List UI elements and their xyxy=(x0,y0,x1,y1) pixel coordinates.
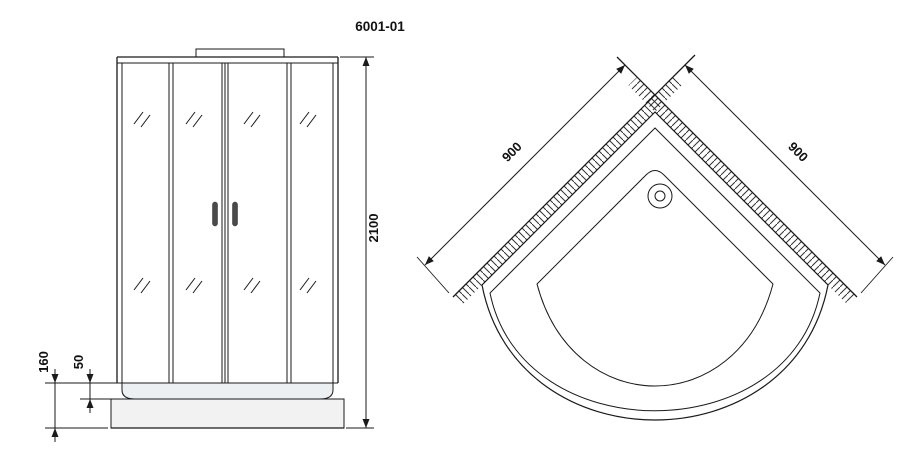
dimension-base-height: 160 xyxy=(36,351,117,442)
shower-tray-front xyxy=(110,382,345,429)
dimension-height: 2100 xyxy=(340,56,381,429)
right-door-handle xyxy=(232,201,238,227)
drain-inner xyxy=(654,190,666,202)
dim-side-right-label: 900 xyxy=(785,139,811,165)
tray-rim-edge xyxy=(489,127,821,412)
dim-base-height-label: 160 xyxy=(36,351,51,373)
shower-tray-plan xyxy=(481,111,829,421)
dim-side-left-label: 900 xyxy=(499,139,525,165)
drawing-title: 6001-01 xyxy=(355,19,405,34)
glass-panel-dividers xyxy=(168,63,292,383)
dim-tray-lip-label: 50 xyxy=(71,355,86,369)
tray-floor-edge xyxy=(536,170,774,387)
door-handles xyxy=(212,201,238,227)
dim-height-label: 2100 xyxy=(366,214,381,243)
left-door-handle xyxy=(212,201,218,227)
drain-outer xyxy=(647,183,673,209)
tray-outer-edge xyxy=(481,111,829,421)
front-elevation-view: 2100 160 50 xyxy=(36,48,381,442)
dimension-tray-lip: 50 xyxy=(71,355,122,413)
plan-view: 900 900 xyxy=(416,54,894,421)
